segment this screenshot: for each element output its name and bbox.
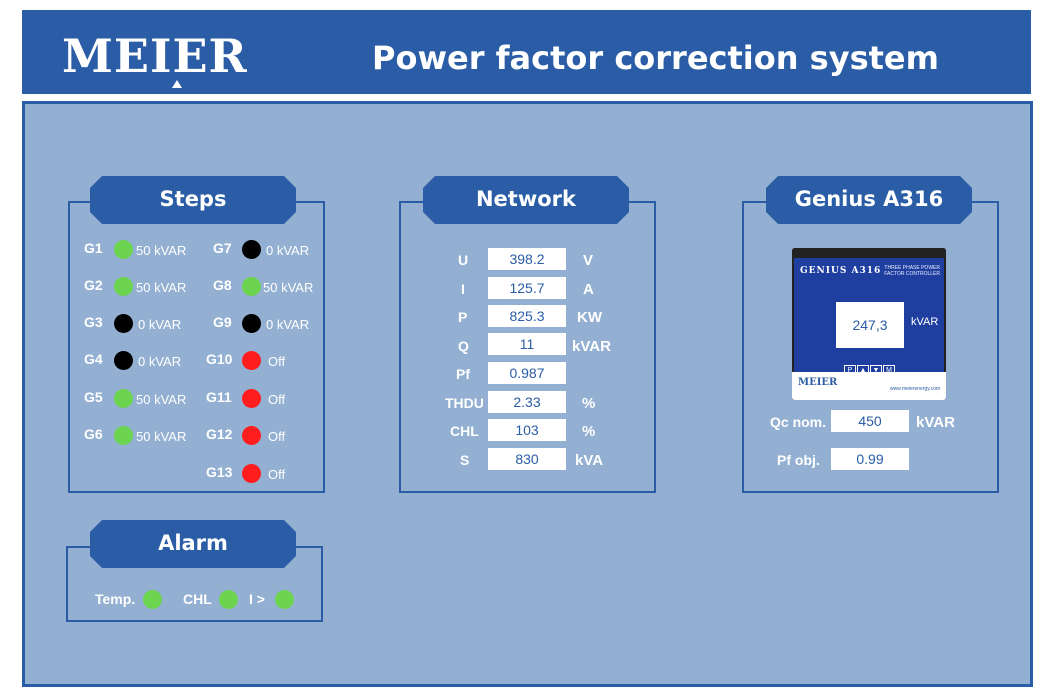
step-value-g13: Off	[268, 467, 286, 482]
alarm-title: Alarm	[90, 520, 296, 568]
step-label-g2: G2	[84, 277, 103, 293]
step-status-g4	[114, 351, 133, 370]
step-value-g2: 50 kVAR	[136, 280, 187, 295]
page-title: Power factor correction system	[372, 39, 939, 77]
network-unit-i: A	[583, 281, 594, 298]
network-value-i: 125.7	[488, 277, 566, 299]
step-label-g4: G4	[84, 351, 103, 367]
header-bar: MEIER Power factor correction system	[22, 10, 1031, 94]
network-label-q: Q	[458, 338, 469, 354]
step-status-g9	[242, 314, 261, 333]
step-value-g4: 0 kVAR	[138, 354, 182, 369]
network-label-i: I	[461, 281, 465, 297]
genius-title: Genius A316	[766, 176, 972, 224]
step-status-g11	[242, 389, 261, 408]
step-label-g6: G6	[84, 426, 103, 442]
step-label-g10: G10	[206, 351, 233, 367]
alarm-status-chl	[219, 590, 238, 609]
network-unit-chl: %	[582, 423, 596, 440]
step-label-g13: G13	[206, 464, 233, 480]
pf-obj-label: Pf obj.	[777, 452, 820, 468]
device-footer: MEIER www.meierenergy.com	[792, 372, 946, 400]
step-status-g10	[242, 351, 261, 370]
pf-obj-value: 0.99	[831, 448, 909, 470]
step-label-g5: G5	[84, 389, 103, 405]
network-unit-q: kVAR	[572, 338, 611, 355]
alarm-status-temp	[143, 590, 162, 609]
step-status-g1	[114, 240, 133, 259]
step-value-g5: 50 kVAR	[136, 392, 187, 407]
genius-controller-device: GENIUS A316 THREE PHASE POWER FACTOR CON…	[792, 248, 946, 400]
device-display-unit: kVAR	[911, 316, 939, 328]
device-brand: GENIUS A316	[800, 266, 882, 276]
qc-nom-label: Qc nom.	[770, 414, 827, 430]
step-value-g6: 50 kVAR	[136, 429, 187, 444]
network-label-chl: CHL	[450, 423, 479, 439]
network-label-p: P	[458, 309, 468, 325]
step-label-g1: G1	[84, 240, 103, 256]
logo-triangle-icon	[172, 80, 182, 88]
network-unit-s: kVA	[575, 452, 604, 469]
network-title: Network	[423, 176, 629, 224]
network-unit-thdu: %	[582, 395, 596, 412]
step-status-g2	[114, 277, 133, 296]
step-value-g7: 0 kVAR	[266, 243, 310, 258]
step-status-g7	[242, 240, 261, 259]
step-status-g13	[242, 464, 261, 483]
step-label-g8: G8	[213, 277, 232, 293]
qc-nom-unit: kVAR	[916, 414, 955, 431]
network-label-s: S	[460, 452, 470, 468]
step-status-g8	[242, 277, 261, 296]
step-status-g6	[114, 426, 133, 445]
qc-nom-value: 450	[831, 410, 909, 432]
network-value-chl: 103	[488, 419, 566, 441]
device-url: www.meierenergy.com	[890, 386, 941, 392]
alarm-status-overcurrent	[275, 590, 294, 609]
network-label-thdu: THDU	[445, 395, 484, 411]
alarm-label-chl: CHL	[183, 591, 212, 607]
device-logo: MEIER	[798, 377, 838, 388]
network-label-pf: Pf	[456, 366, 470, 382]
network-value-u: 398.2	[488, 248, 566, 270]
step-value-g1: 50 kVAR	[136, 243, 187, 258]
step-label-g9: G9	[213, 314, 232, 330]
device-subtitle: THREE PHASE POWER FACTOR CONTROLLER	[884, 265, 940, 277]
step-label-g7: G7	[213, 240, 232, 256]
step-status-g12	[242, 426, 261, 445]
network-label-u: U	[458, 252, 469, 268]
step-value-g12: Off	[268, 429, 286, 444]
step-status-g5	[114, 389, 133, 408]
device-display-value: 247,3	[836, 302, 904, 348]
step-label-g12: G12	[206, 426, 233, 442]
network-value-thdu: 2.33	[488, 391, 566, 413]
step-value-g9: 0 kVAR	[266, 317, 310, 332]
network-value-s: 830	[488, 448, 566, 470]
meier-logo: MEIER	[62, 29, 248, 83]
alarm-label-overcurrent: I >	[249, 591, 265, 607]
alarm-label-temp: Temp.	[95, 591, 136, 607]
step-value-g10: Off	[268, 354, 286, 369]
network-unit-p: KW	[577, 309, 602, 326]
network-value-pf: 0.987	[488, 362, 566, 384]
step-value-g11: Off	[268, 392, 286, 407]
step-label-g11: G11	[206, 389, 232, 405]
network-unit-u: V	[583, 252, 594, 269]
steps-title: Steps	[90, 176, 296, 224]
network-value-q: 11	[488, 333, 566, 355]
step-value-g3: 0 kVAR	[138, 317, 182, 332]
step-label-g3: G3	[84, 314, 103, 330]
device-top-edge	[792, 248, 946, 258]
step-status-g3	[114, 314, 133, 333]
network-value-p: 825.3	[488, 305, 566, 327]
step-value-g8: 50 kVAR	[263, 280, 314, 295]
